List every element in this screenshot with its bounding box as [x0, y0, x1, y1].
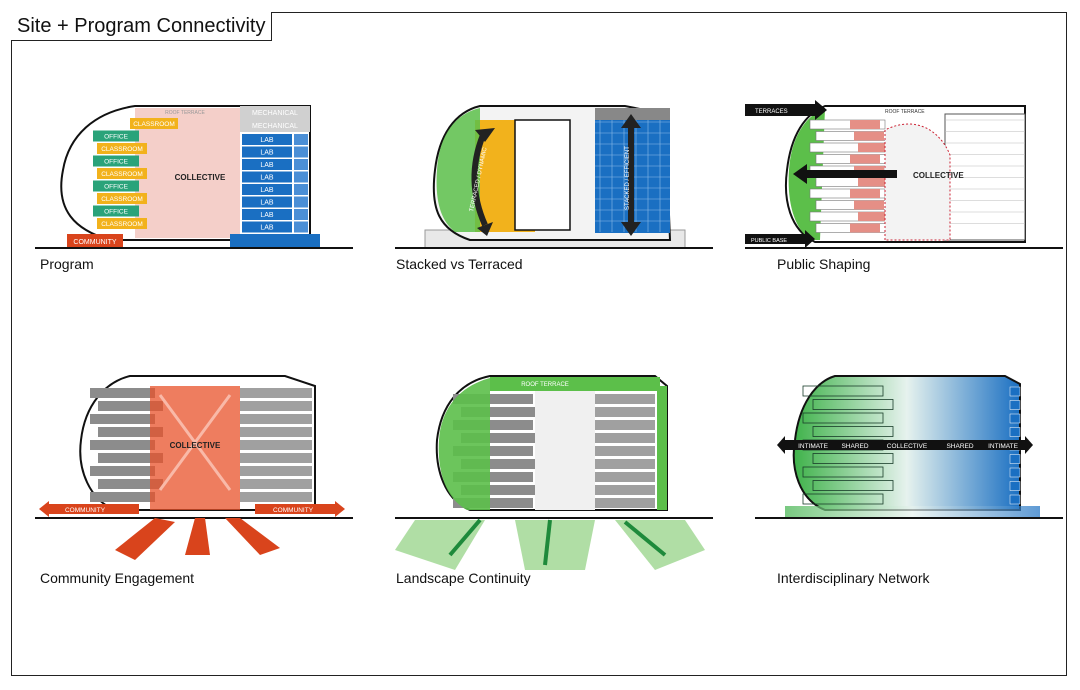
shared-left-label: SHARED — [841, 443, 868, 450]
classroom-row — [97, 168, 147, 179]
lab-row — [242, 146, 292, 158]
room-label: OFFICE — [104, 134, 128, 141]
classroom-row — [130, 118, 178, 129]
lab-row — [242, 196, 292, 208]
room-label: CLASSROOM — [133, 121, 175, 128]
office-row — [93, 130, 139, 142]
office-row — [93, 205, 139, 217]
community-block — [67, 234, 123, 248]
lab-row — [242, 221, 292, 233]
panel-community-engagement: COLLECTIVE COMMUNITY COMMUNITY — [35, 375, 353, 560]
classroom-row — [97, 143, 147, 154]
panel-interdisciplinary-network: INTIMATE SHARED COLLECTIVE SHARED INTIMA… — [755, 375, 1063, 519]
terraces-label: TERRACES — [755, 109, 788, 115]
lab-row — [242, 134, 292, 145]
caption-public-shaping: Public Shaping — [777, 256, 871, 272]
panel-public-shaping: TERRACES ROOF TERRACE COLLECTIVE PUBLIC … — [745, 100, 1063, 249]
caption-stacked-vs-terraced: Stacked vs Terraced — [396, 256, 523, 272]
collective-zone — [135, 108, 240, 238]
caption-community-engagement: Community Engagement — [40, 570, 195, 586]
office-row — [93, 180, 139, 192]
room-label: OFFICE — [104, 159, 128, 166]
mechanical-label-2: MECHANICAL — [252, 123, 298, 130]
collective-label-4: COLLECTIVE — [887, 443, 928, 450]
collective-label-3: COLLECTIVE — [170, 441, 221, 450]
lab-row — [242, 209, 292, 220]
collective-label: COLLECTIVE — [175, 173, 226, 182]
lab-label: LAB — [260, 225, 274, 232]
office-row — [93, 155, 139, 167]
mechanical-label-1: MECHANICAL — [252, 110, 298, 117]
room-label: CLASSROOM — [101, 171, 143, 178]
lab-label: LAB — [260, 187, 274, 194]
lab-row — [242, 171, 292, 183]
room-label: CLASSROOM — [101, 196, 143, 203]
intimate-right-label: INTIMATE — [988, 443, 1019, 450]
caption-interdisciplinary-network: Interdisciplinary Network — [777, 570, 930, 586]
classroom-row — [97, 218, 147, 229]
roof-terrace-label-3: ROOF TERRACE — [521, 382, 569, 388]
room-label: CLASSROOM — [101, 146, 143, 153]
panel-landscape-continuity: ROOF TERRACE — [395, 375, 713, 570]
roof-terrace-label-2: ROOF TERRACE — [885, 109, 925, 115]
room-label: OFFICE — [104, 209, 128, 216]
community-label: COMMUNITY — [73, 239, 116, 246]
lab-row — [242, 184, 292, 195]
diagram-frame — [11, 12, 1067, 676]
lab-label: LAB — [260, 175, 274, 182]
lab-label: LAB — [260, 150, 274, 157]
collective-label-2: COLLECTIVE — [913, 171, 964, 180]
intimate-left-label: INTIMATE — [798, 443, 829, 450]
community-left-label: COMMUNITY — [65, 507, 106, 514]
public-base-label: PUBLIC BASE — [751, 238, 787, 244]
caption-landscape-continuity: Landscape Continuity — [396, 570, 531, 586]
roof-terrace-label: ROOF TERRACE — [165, 110, 205, 116]
room-label: CLASSROOM — [101, 221, 143, 228]
room-label: OFFICE — [104, 184, 128, 191]
network-bar — [785, 440, 1025, 450]
classroom-row — [97, 193, 147, 204]
community-right-label: COMMUNITY — [273, 507, 314, 514]
lab-label: LAB — [260, 162, 274, 169]
lab-label: LAB — [260, 212, 274, 219]
lab-label: LAB — [260, 200, 274, 207]
panel-stacked-vs-terraced: TERRACED / DYNAMIC STACKED / EFFICIENT — [395, 105, 713, 249]
diagram-title: Site + Program Connectivity — [11, 12, 273, 41]
stacked-label: STACKED / EFFICIENT — [625, 146, 631, 210]
lab-label: LAB — [260, 137, 274, 144]
caption-program: Program — [40, 256, 94, 272]
lab-row — [242, 159, 292, 170]
panel-program: ROOF TERRACE MECHANICAL MECHANICAL LAB LA… — [35, 105, 353, 249]
shared-right-label: SHARED — [946, 443, 973, 450]
